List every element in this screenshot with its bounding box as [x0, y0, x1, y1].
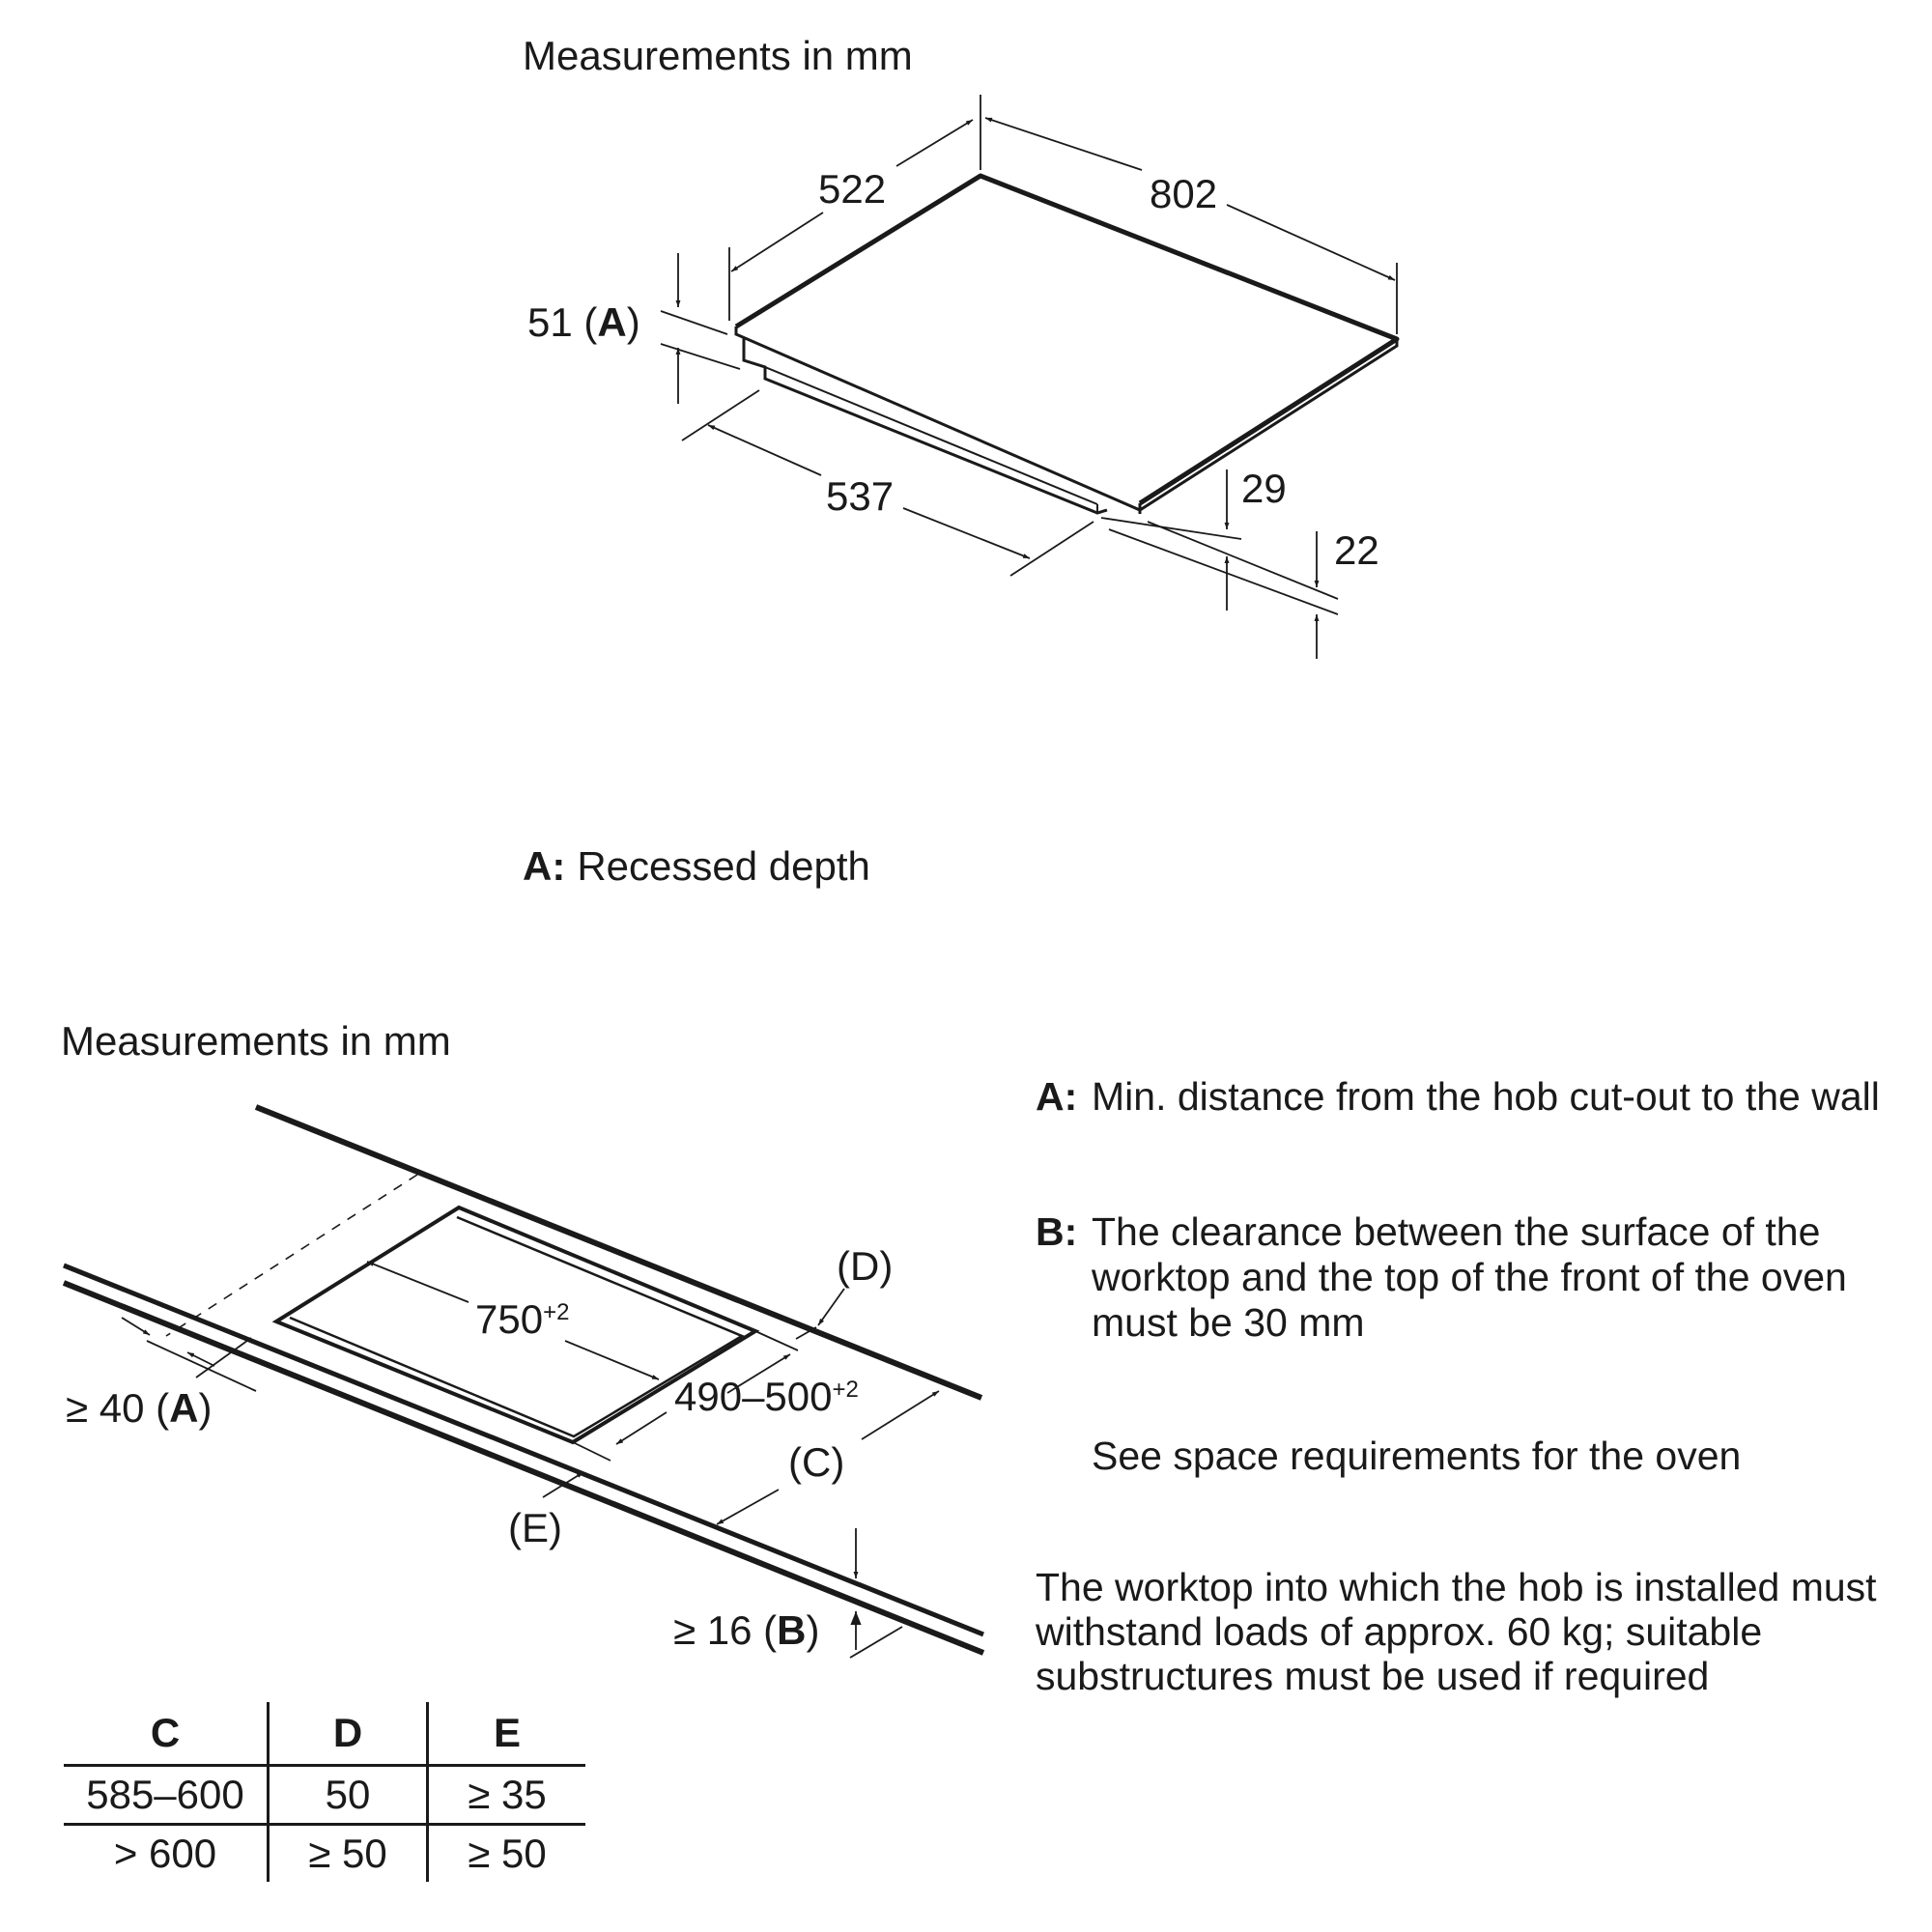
dim-537-line-b	[902, 507, 1031, 559]
dim-40-arrow-b	[186, 1351, 215, 1367]
legend-text: See space requirements for the oven	[1092, 1434, 1742, 1478]
worktop-front-edge-top	[63, 1263, 984, 1637]
dim-802-line-a	[984, 117, 1143, 171]
dim-label-d: (D)	[837, 1243, 893, 1289]
dim-c-line-a	[861, 1390, 940, 1440]
dim-label-29: 29	[1241, 466, 1287, 511]
dim-d-leader	[817, 1288, 845, 1326]
load-note: The worktop into which the hob is instal…	[1036, 1565, 1877, 1698]
top-footnote: A:Recessed depth	[523, 843, 870, 889]
dim-750-line-a	[366, 1261, 469, 1303]
dim-label-51: 51 (A)	[527, 299, 640, 345]
cutout-inner	[289, 1215, 745, 1438]
table-cell: 50	[268, 1765, 429, 1825]
legend-a: A: Min. distance from the hob cut-out to …	[1036, 1074, 1905, 1120]
legend-b: B: The clearance between the surface of t…	[1036, 1209, 1905, 1346]
legend-text: The clearance between the surface of the…	[1092, 1209, 1847, 1345]
dim-40-arrow-a	[121, 1317, 151, 1336]
table-header-d: D	[268, 1702, 429, 1766]
dim-537-line-a	[707, 424, 822, 476]
top-dimension-lines	[675, 117, 1396, 659]
dim-label-490-500: 490–500+2	[674, 1374, 859, 1419]
dim-750-line-b	[564, 1340, 660, 1380]
dim-label-522: 522	[818, 166, 886, 212]
table-cell: > 600	[64, 1824, 270, 1882]
table-header-row: C D E	[64, 1702, 585, 1766]
worktop-drawing	[62, 1104, 985, 1659]
table-row: 585–600 50 ≥ 35	[64, 1765, 585, 1825]
dim-label-40: ≥ 40 (A)	[66, 1385, 212, 1431]
dim-label-802: 802	[1150, 171, 1217, 216]
dim-490-line-a	[726, 1353, 791, 1394]
hob-body	[742, 338, 1108, 515]
dim-802-line-b	[1226, 204, 1396, 281]
dim-label-16: ≥ 16 (B)	[673, 1607, 819, 1653]
worktop-front-edge-bottom	[62, 1280, 985, 1656]
hob-drawing	[660, 95, 1400, 659]
legend-key: A:	[1036, 1074, 1078, 1119]
table-cell: ≥ 50	[468, 1831, 547, 1876]
dim-522-line-b	[730, 212, 824, 272]
table-cell: 585–600	[64, 1765, 270, 1825]
legend-oven: See space requirements for the oven	[1036, 1434, 1905, 1479]
legend-text: Min. distance from the hob cut-out to th…	[1092, 1074, 1880, 1119]
dim-label-c: (C)	[788, 1439, 844, 1485]
cutout-dashed-guide	[165, 1174, 418, 1337]
bottom-dimension-lines	[121, 1261, 940, 1650]
hob-body-bottom	[764, 366, 1098, 505]
dim-490-line-b	[615, 1411, 668, 1445]
bottom-heading: Measurements in mm	[61, 1018, 451, 1064]
table-row: > 600 ≥ 50 ≥ 50	[64, 1824, 585, 1882]
dim-label-537: 537	[826, 473, 894, 519]
dim-label-22: 22	[1334, 527, 1379, 573]
bottom-extension-lines	[146, 1326, 903, 1659]
top-extension-lines	[660, 95, 1398, 615]
dim-522-line-a	[895, 119, 974, 167]
top-heading: Measurements in mm	[523, 33, 913, 78]
dim-c-line-b	[716, 1489, 780, 1525]
table-cell: ≥ 50	[268, 1824, 429, 1882]
dim-label-e: (E)	[508, 1505, 562, 1550]
table-header-c: C	[64, 1702, 270, 1766]
legend-key	[1036, 1434, 1092, 1479]
dim-e-leader	[542, 1471, 584, 1498]
legend-key: B:	[1036, 1209, 1078, 1254]
dim-label-750: 750+2	[475, 1296, 569, 1342]
table-cell: ≥ 35	[468, 1772, 547, 1817]
clearance-table: C D E 585–600 50 ≥ 35 > 600 ≥ 50 ≥ 50	[64, 1702, 585, 1882]
hob-glass-top	[734, 173, 1400, 506]
table-header-e: E	[493, 1710, 521, 1755]
worktop-back-edge	[254, 1104, 983, 1401]
